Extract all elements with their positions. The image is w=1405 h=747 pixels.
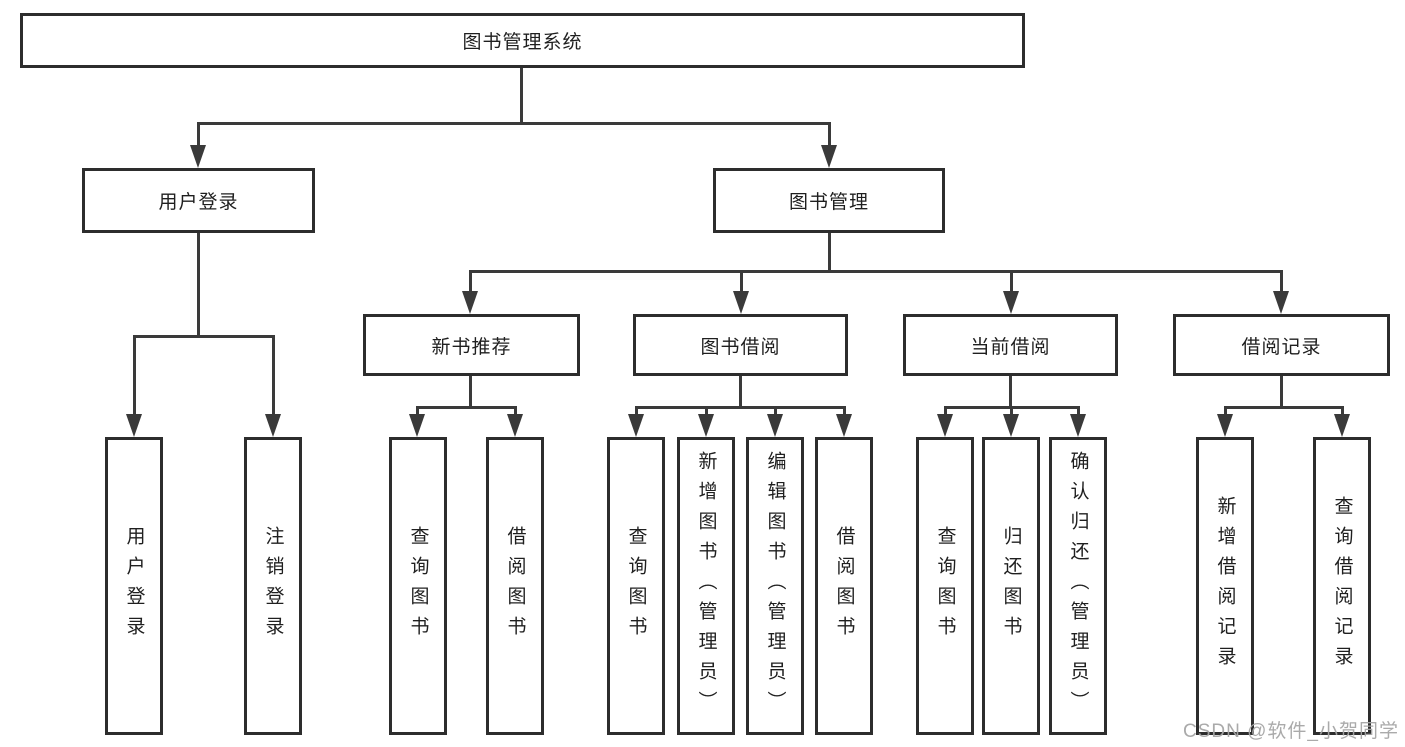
arrowhead [507, 414, 523, 437]
connector-stem [774, 406, 777, 418]
node-current-borrow-label: 当前借阅 [970, 336, 1051, 358]
node-root: 图书管理系统 [20, 13, 1025, 68]
connector-stem [1341, 406, 1344, 418]
connector-stem [272, 335, 275, 417]
leaf-label: 用户登录 [123, 526, 145, 646]
leaf-label: 查询图书 [934, 526, 956, 646]
connector-stem [1010, 406, 1013, 418]
leaf-label: 新增图书（管理员） [695, 451, 717, 721]
leaf-label: 查询借阅记录 [1331, 496, 1353, 676]
leaf-newbooks-query: 查询图书 [389, 437, 447, 735]
arrowhead [1334, 414, 1350, 437]
node-root-label: 图书管理系统 [462, 32, 583, 53]
arrowhead [937, 414, 953, 437]
node-current-borrow: 当前借阅 [903, 314, 1118, 376]
leaf-label: 借阅图书 [504, 526, 526, 646]
leaf-logout: 注销登录 [244, 437, 302, 735]
leaf-current-query: 查询图书 [916, 437, 974, 735]
leaf-user-login: 用户登录 [105, 437, 163, 735]
connector-borrow-records-hline [1224, 406, 1344, 409]
arrowhead [190, 145, 206, 168]
connector-stem [416, 406, 419, 418]
leaf-current-confirm-admin: 确认归还（管理员） [1049, 437, 1107, 735]
connector-stem [843, 406, 846, 418]
arrowhead [821, 145, 837, 168]
csdn-watermark: CSDN @软件_小贺同学 [1183, 721, 1399, 742]
leaf-label: 查询图书 [407, 526, 429, 646]
arrowhead [265, 414, 281, 437]
node-user-login: 用户登录 [82, 168, 315, 233]
connector-stem [705, 406, 708, 418]
leaf-label: 确认归还（管理员） [1067, 451, 1089, 721]
connector-new-books-hline [416, 406, 517, 409]
node-book-mgmt-label: 图书管理 [788, 192, 869, 213]
connector-stem [197, 122, 200, 150]
connector-stem [828, 122, 831, 150]
connector-stem [1077, 406, 1080, 418]
connector-new-books-stub [469, 376, 472, 409]
arrowhead [1003, 414, 1019, 437]
node-book-mgmt: 图书管理 [713, 168, 945, 233]
leaf-records-query: 查询借阅记录 [1313, 437, 1371, 735]
leaf-label: 注销登录 [262, 526, 284, 646]
leaf-current-return: 归还图书 [982, 437, 1040, 735]
connector-stem [133, 335, 136, 417]
connector-book-mgmt-hline [469, 270, 1283, 273]
connector-stem [635, 406, 638, 418]
connector-stem [1010, 270, 1013, 294]
arrowhead [1070, 414, 1086, 437]
arrowhead [126, 414, 142, 437]
arrowhead [462, 291, 478, 314]
node-new-books: 新书推荐 [363, 314, 580, 376]
leaf-records-add: 新增借阅记录 [1196, 437, 1254, 735]
connector-current-borrow-stub [1009, 376, 1012, 409]
connector-stem [514, 406, 517, 418]
arrowhead [733, 291, 749, 314]
leaf-label: 查询图书 [625, 526, 647, 646]
arrowhead [409, 414, 425, 437]
arrowhead [1217, 414, 1233, 437]
leaf-newbooks-borrow: 借阅图书 [486, 437, 544, 735]
arrowhead [1003, 291, 1019, 314]
connector-stem [944, 406, 947, 418]
connector-book-borrow-stub [739, 376, 742, 409]
connector-borrow-records-stub [1280, 376, 1283, 409]
leaf-borrow-book: 借阅图书 [815, 437, 873, 735]
node-user-login-label: 用户登录 [158, 192, 239, 213]
leaf-borrow-add-admin: 新增图书（管理员） [677, 437, 735, 735]
connector-stem [740, 270, 743, 294]
connector-user-login-hline [133, 335, 275, 338]
leaf-label: 归还图书 [1000, 526, 1022, 646]
leaf-label: 新增借阅记录 [1214, 496, 1236, 676]
arrowhead [698, 414, 714, 437]
connector-stem [469, 270, 472, 294]
leaf-label: 借阅图书 [833, 526, 855, 646]
node-new-books-label: 新书推荐 [431, 336, 512, 358]
node-borrow-records-label: 借阅记录 [1241, 336, 1322, 358]
connector-root-stub [520, 66, 523, 125]
leaf-borrow-edit-admin: 编辑图书（管理员） [746, 437, 804, 735]
arrowhead [836, 414, 852, 437]
connector-stem [1224, 406, 1227, 418]
leaf-label: 编辑图书（管理员） [764, 451, 786, 721]
node-book-borrow: 图书借阅 [633, 314, 848, 376]
connector-stem [1280, 270, 1283, 294]
connector-root-hline [197, 122, 831, 125]
connector-book-borrow-hline [635, 406, 846, 409]
arrowhead [1273, 291, 1289, 314]
node-borrow-records: 借阅记录 [1173, 314, 1390, 376]
arrowhead [767, 414, 783, 437]
connector-user-login-stub [197, 233, 200, 338]
node-book-borrow-label: 图书借阅 [700, 336, 781, 358]
connector-book-mgmt-stub [828, 233, 831, 273]
arrowhead [628, 414, 644, 437]
leaf-borrow-query: 查询图书 [607, 437, 665, 735]
